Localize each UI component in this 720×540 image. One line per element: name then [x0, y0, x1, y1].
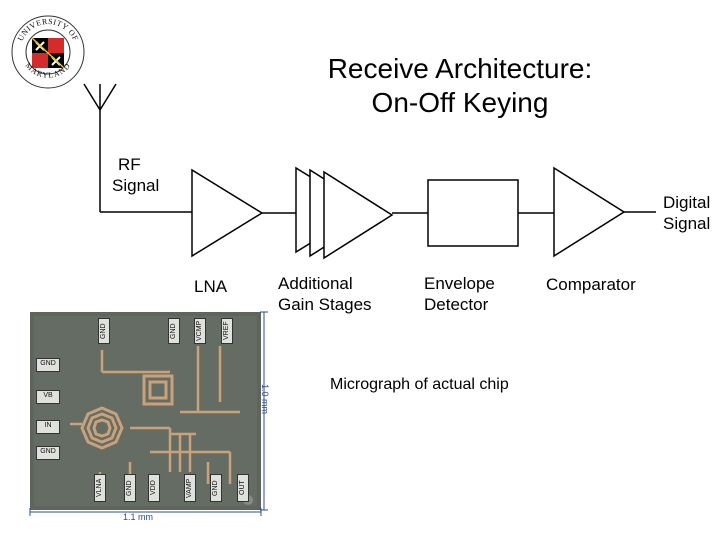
pad-top-1: GND: [98, 318, 110, 344]
pad-bottom-1: VLNA: [94, 474, 106, 502]
rf-signal-label: RF Signal: [112, 155, 160, 195]
stage-label-envelope: Envelope Detector: [424, 274, 495, 314]
slide-title: Receive Architecture: On-Off Keying: [250, 52, 670, 120]
title-line-2: On-Off Keying: [371, 87, 549, 118]
pad-top-3: VCMP: [194, 318, 206, 344]
maryland-seal-icon: UNIVERSITY OF MARYLAND: [11, 15, 85, 89]
lna-triangle: [191, 168, 264, 258]
university-logo: UNIVERSITY OF MARYLAND: [10, 14, 86, 90]
pad-top-2: GND: [168, 318, 180, 344]
gain-stage-triangle-3: [323, 170, 394, 260]
chip-caption: Micrograph of actual chip: [330, 376, 509, 393]
envelope-detector-box: [427, 179, 519, 247]
chip-micrograph: GND GND VCMP VREF GND VB IN GND VLNA GND…: [30, 312, 261, 510]
chip-height-label: 1.0 mm: [260, 383, 271, 415]
pad-bottom-4: VAMP: [184, 474, 196, 502]
block-diagram: [83, 83, 656, 260]
pad-left-3: IN: [36, 420, 60, 434]
chip-width-label: 1.1 mm: [123, 512, 154, 522]
pad-bottom-5: GND: [210, 474, 222, 502]
stage-label-lna: LNA: [194, 277, 228, 296]
pad-left-4: GND: [36, 446, 60, 460]
pad-left-2: VB: [36, 390, 60, 404]
pad-left-1: GND: [36, 358, 60, 372]
digital-signal-label: Digital Signal: [663, 193, 711, 233]
pad-top-4: VREF: [221, 318, 233, 344]
stage-label-gain: Additional Gain Stages: [278, 274, 372, 314]
comparator-triangle: [553, 166, 626, 258]
pad-bottom-6: OUT: [237, 474, 249, 502]
stage-label-comparator: Comparator: [546, 275, 636, 294]
pad-bottom-2: GND: [124, 474, 136, 502]
pad-bottom-3: VDD: [148, 474, 160, 502]
title-line-1: Receive Architecture:: [327, 53, 593, 84]
antenna-icon: [83, 83, 117, 212]
